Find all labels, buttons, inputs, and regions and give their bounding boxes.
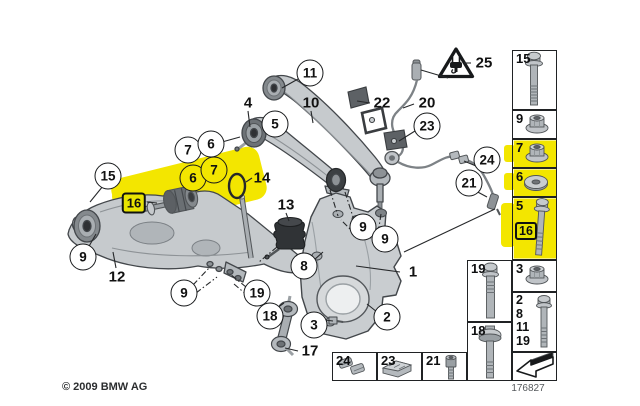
callout-10[interactable]: 10 bbox=[302, 94, 320, 112]
callout-11[interactable]: 11 bbox=[296, 59, 324, 87]
callout-24[interactable]: 24 bbox=[473, 146, 501, 174]
callout-17[interactable]: 17 bbox=[301, 342, 319, 360]
callout-16[interactable]: 16 bbox=[121, 192, 147, 214]
legend-label: 19 bbox=[516, 333, 530, 348]
callout-25[interactable]: 25 bbox=[475, 54, 493, 72]
legend-box-9[interactable]: 9 bbox=[512, 110, 557, 139]
callout-15[interactable]: 15 bbox=[94, 162, 122, 190]
legend-label: 3 bbox=[516, 261, 524, 276]
callout-5[interactable]: 5 bbox=[261, 110, 289, 138]
callout-3[interactable]: 3 bbox=[300, 311, 328, 339]
copyright-text: © 2009 BMW AG bbox=[62, 381, 148, 393]
callout-12[interactable]: 12 bbox=[108, 268, 126, 286]
legend-box-3[interactable]: 3 bbox=[512, 260, 557, 292]
legend-label: 2 bbox=[516, 293, 523, 307]
legend-label: 19 bbox=[471, 261, 486, 276]
callout-18[interactable]: 18 bbox=[256, 302, 284, 330]
legend-label: 21 bbox=[426, 353, 441, 368]
callout-21[interactable]: 21 bbox=[455, 169, 483, 197]
legend-box-19[interactable]: 19 bbox=[467, 260, 512, 322]
callout-2[interactable]: 2 bbox=[373, 303, 401, 331]
callout-22[interactable]: 22 bbox=[373, 94, 391, 112]
callout-20[interactable]: 20 bbox=[418, 94, 436, 112]
callout-6[interactable]: 6 bbox=[197, 130, 225, 158]
legend-label: 8 bbox=[516, 306, 523, 321]
callout-9[interactable]: 9 bbox=[170, 279, 198, 307]
callout-23[interactable]: 23 bbox=[413, 112, 441, 140]
callout-7[interactable]: 7 bbox=[200, 156, 228, 184]
sheet-number: 176827 bbox=[511, 383, 545, 394]
callout-4[interactable]: 4 bbox=[243, 94, 253, 112]
callout-9[interactable]: 9 bbox=[69, 243, 97, 271]
callout-13[interactable]: 13 bbox=[277, 196, 295, 214]
callout-9[interactable]: 9 bbox=[371, 225, 399, 253]
callout-1[interactable]: 1 bbox=[408, 263, 418, 281]
legend-box-2-8-11-19[interactable]: 2 8 11 19 bbox=[512, 292, 557, 352]
callout-8[interactable]: 8 bbox=[290, 252, 318, 280]
legend-label-stack: 2 8 11 19 bbox=[516, 293, 530, 348]
legend-label: 9 bbox=[516, 111, 524, 126]
callout-14[interactable]: 14 bbox=[253, 169, 271, 187]
legend-box-21[interactable]: 21 bbox=[422, 352, 467, 381]
legend-label: 11 bbox=[516, 320, 530, 334]
